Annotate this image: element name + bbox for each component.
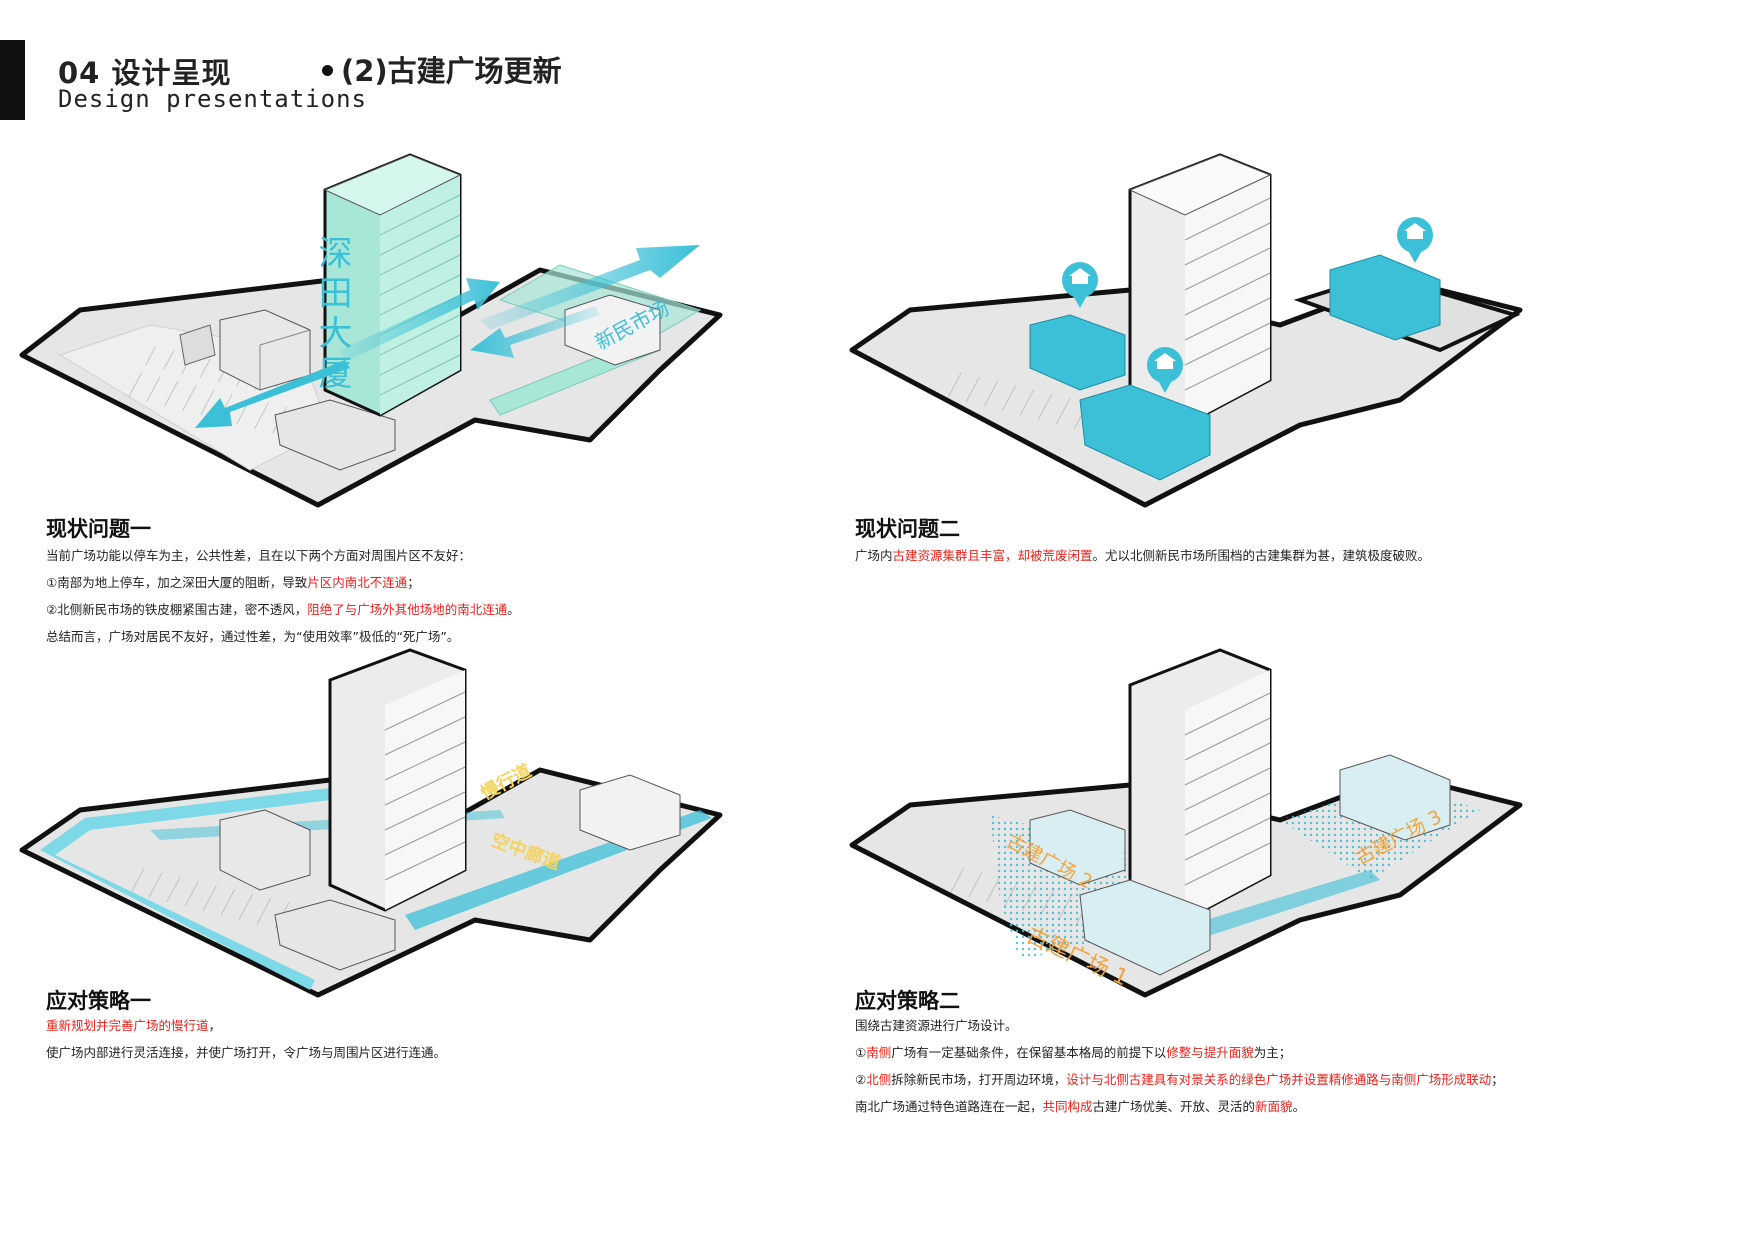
highlight-text: 修整与提升面貌	[1166, 1045, 1254, 1060]
old-buildings	[219, 774, 681, 971]
caption-text: 广场内	[855, 548, 893, 563]
highlight-text: 设计与北侧古建具有对景关系的绿色广场并设置精修通路与南侧广场形成联动	[1066, 1072, 1492, 1087]
caption-title-3: 应对策略一	[46, 989, 151, 1013]
caption-text: 拆除新民市场，打开周边环境，	[891, 1072, 1067, 1087]
highlight-text: 片区内南北不连通	[307, 575, 408, 590]
diagram-strategy-1: 慢行道 空中廊道	[19, 648, 723, 998]
caption-text-3: 重新规划并完善广场的慢行道， 使广场内部进行灵活连接，并使广场打开，令广场与周围片…	[46, 1012, 446, 1066]
caption-text: 为主；	[1253, 1045, 1292, 1060]
caption-title-1: 现状问题一	[46, 517, 151, 541]
highlight-text: 古建资源集群且丰富，却被荒废闲置	[892, 548, 1093, 563]
highlight-text: 南侧	[866, 1045, 892, 1060]
tower	[328, 648, 467, 912]
caption-title-2: 现状问题二	[855, 517, 960, 541]
caption-text: 围绕古建资源进行广场设计。	[855, 1018, 1018, 1033]
caption-text: ①	[855, 1045, 867, 1060]
section-english-title: Design presentations	[58, 85, 367, 113]
caption-text-4: 围绕古建资源进行广场设计。 ①南侧广场有一定基础条件，在保留基本格局的前提下以修整…	[855, 1012, 1504, 1120]
caption-line: ②北侧拆除新民市场，打开周边环境，设计与北侧古建具有对景关系的绿色广场并设置精修…	[855, 1066, 1504, 1093]
corner-bar	[0, 40, 25, 120]
caption-text: 使广场内部进行灵活连接，并使广场打开，令广场与周围片区进行连通。	[46, 1045, 447, 1060]
diagram-current-issue-2	[849, 153, 1523, 508]
caption-text: 总结而言，广场对居民不友好，通过性差，为“使用效率”极低的“死广场”。	[46, 629, 460, 644]
ancient-buildings	[1029, 254, 1441, 481]
caption-text: 古建广场优美、开放、灵活的	[1092, 1099, 1256, 1114]
caption-title-4: 应对策略二	[855, 989, 960, 1013]
ancient-buildings	[1029, 754, 1451, 976]
tower	[1128, 153, 1272, 427]
caption-text-1: 当前广场功能以停车为主，公共性差，且在以下两个方面对周围片区不友好： ①南部为地上…	[46, 542, 520, 650]
caption-line: 围绕古建资源进行广场设计。	[855, 1012, 1504, 1039]
tower	[1128, 648, 1272, 922]
highlight-text: 共同构成	[1042, 1099, 1093, 1114]
highlight-text: 新面貌	[1255, 1099, 1293, 1114]
bullet-dot-icon	[322, 64, 333, 76]
flow-arrows	[195, 245, 700, 428]
caption-line: 使广场内部进行灵活连接，并使广场打开，令广场与周围片区进行连通。	[46, 1039, 446, 1066]
caption-text: ；	[1491, 1072, 1504, 1087]
caption-text-2: 广场内古建资源集群且丰富，却被荒废闲置。尤以北侧新民市场所围档的古建集群为甚，建…	[855, 542, 1430, 569]
caption-text: 。	[1292, 1099, 1306, 1114]
caption-text: ②	[855, 1072, 867, 1087]
caption-line: 南北广场通过特色道路连在一起，共同构成古建广场优美、开放、灵活的新面貌。	[855, 1093, 1504, 1120]
sub-title: (2)古建广场更新	[322, 48, 562, 90]
pin-icon	[1062, 217, 1433, 393]
section-number-title: 04 设计呈现	[58, 56, 232, 90]
caption-line: ①南侧广场有一定基础条件，在保留基本格局的前提下以修整与提升面貌为主；	[855, 1039, 1504, 1066]
caption-text: ，	[208, 1018, 222, 1033]
caption-line: ①南部为地上停车，加之深田大厦的阻断，导致片区内南北不连通；	[46, 569, 520, 596]
caption-text: ②北侧新民市场的铁皮棚紧围古建，密不透风，	[46, 602, 308, 617]
caption-line: 广场内古建资源集群且丰富，却被荒废闲置。尤以北侧新民市场所围档的古建集群为甚，建…	[855, 542, 1430, 569]
diagram-strategy-2: 古建广场 1 古建广场 2 古建广场 3	[849, 648, 1523, 998]
highlight-text: 阻绝了与广场外其他场地的南北连通	[307, 602, 508, 617]
highlight-text: 重新规划并完善广场的慢行道	[46, 1018, 209, 1033]
caption-line: ②北侧新民市场的铁皮棚紧围古建，密不透风，阻绝了与广场外其他场地的南北连通。	[46, 596, 520, 623]
caption-text: 南北广场通过特色道路连在一起，	[855, 1099, 1043, 1114]
caption-text: 当前广场功能以停车为主，公共性差，且在以下两个方面对周围片区不友好：	[46, 548, 472, 563]
highlight-text: 北侧	[866, 1072, 892, 1087]
caption-text: ①南部为地上停车，加之深田大厦的阻断，导致	[46, 575, 308, 590]
caption-line: 当前广场功能以停车为主，公共性差，且在以下两个方面对周围片区不友好：	[46, 542, 520, 569]
caption-text: 。	[507, 602, 520, 617]
caption-text: 。尤以北侧新民市场所围档的古建集群为甚，建筑极度破败。	[1092, 548, 1431, 563]
caption-line: 总结而言，广场对居民不友好，通过性差，为“使用效率”极低的“死广场”。	[46, 623, 520, 650]
sub-title-text: (2)古建广场更新	[341, 54, 562, 88]
diagram-current-issue-1: 深田大厦 新民市场	[19, 153, 723, 508]
caption-line: 重新规划并完善广场的慢行道，	[46, 1012, 446, 1039]
caption-text: 广场有一定基础条件，在保留基本格局的前提下以	[891, 1045, 1167, 1060]
caption-text: ；	[407, 575, 420, 590]
